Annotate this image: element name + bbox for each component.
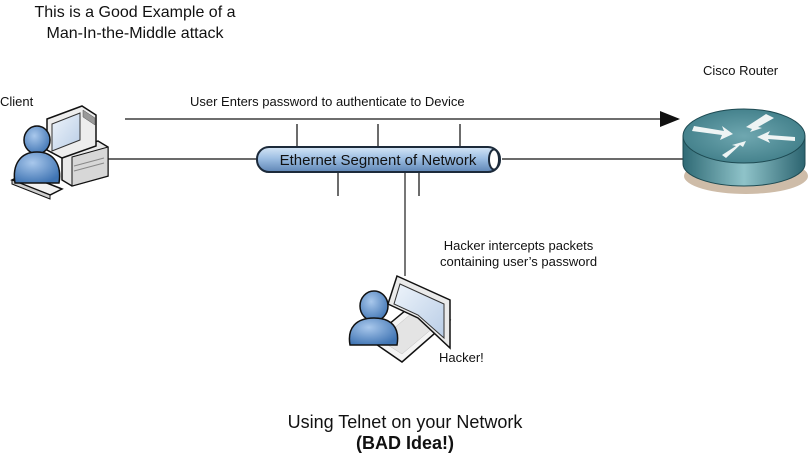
hacker-note-line-1: Hacker intercepts packets	[443, 238, 594, 253]
title-line-1: This is a Good Example of a	[34, 4, 236, 21]
title-line-2: Man-In-the-Middle attack	[46, 25, 224, 42]
router-icon	[682, 108, 808, 194]
footer-caption: Using Telnet on your Network (BAD Idea!)	[200, 412, 610, 454]
router-label: Cisco Router	[703, 63, 779, 78]
hacker-label: Hacker!	[439, 350, 484, 365]
segment-label: Ethernet Segment of Network	[280, 152, 477, 169]
password-arrow-label: User Enters password to authenticate to …	[190, 94, 465, 109]
footer-line-1: Using Telnet on your Network	[287, 412, 523, 432]
ethernet-segment: Ethernet Segment of Network	[256, 146, 501, 173]
hacker-note-line-2: containing user’s password	[440, 254, 598, 269]
diagram-title: This is a Good Example of a Man-In-the-M…	[20, 2, 250, 44]
user-laptop-icon	[348, 274, 452, 363]
hacker-note: Hacker intercepts packets containing use…	[440, 238, 597, 270]
client-label: Client	[0, 94, 34, 109]
footer-line-2: (BAD Idea!)	[356, 433, 454, 453]
user-workstation-icon	[10, 105, 109, 200]
